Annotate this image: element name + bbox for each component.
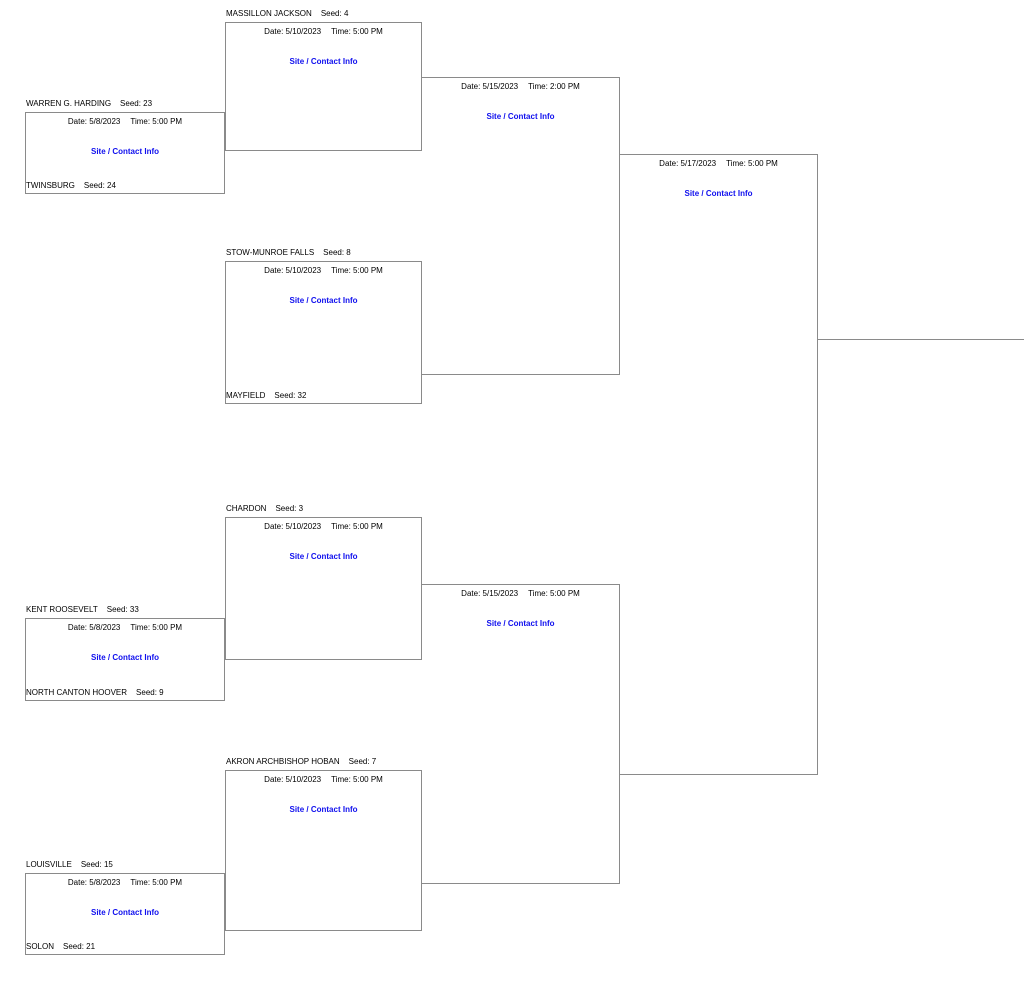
site-contact-link[interactable]: Site / Contact Info bbox=[289, 57, 358, 66]
team-label-louisville: LOUISVILLE Seed: 15 bbox=[26, 860, 113, 870]
team-label-massillon-jackson: MASSILLON JACKSON Seed: 4 bbox=[226, 9, 348, 19]
team-label-north-canton-hoover: NORTH CANTON HOOVER Seed: 9 bbox=[26, 688, 164, 698]
match-time: Time: 5:00 PM bbox=[331, 266, 383, 275]
match-schedule: Date: 5/10/2023 Time: 5:00 PM bbox=[226, 27, 421, 36]
team-name: STOW-MUNROE FALLS bbox=[226, 248, 315, 257]
match-box-r1g2: Date: 5/8/2023 Time: 5:00 PM Site / Cont… bbox=[25, 618, 225, 701]
team-seed: Seed: 24 bbox=[83, 181, 116, 190]
match-time: Time: 5:00 PM bbox=[726, 159, 778, 168]
site-contact-link[interactable]: Site / Contact Info bbox=[486, 619, 555, 628]
site-contact-link[interactable]: Site / Contact Info bbox=[91, 147, 159, 156]
champion-line bbox=[818, 339, 1024, 340]
match-time: Time: 5:00 PM bbox=[331, 775, 383, 784]
team-seed: Seed: 3 bbox=[275, 504, 304, 513]
site-contact-link[interactable]: Site / Contact Info bbox=[289, 805, 358, 814]
match-time: Time: 5:00 PM bbox=[331, 27, 383, 36]
match-date: Date: 5/15/2023 bbox=[461, 589, 519, 598]
match-date: Date: 5/8/2023 bbox=[67, 878, 121, 887]
match-schedule: Date: 5/17/2023 Time: 5:00 PM bbox=[620, 159, 817, 168]
match-date: Date: 5/10/2023 bbox=[264, 775, 322, 784]
match-box-semifinal-1: Date: 5/15/2023 Time: 2:00 PM Site / Con… bbox=[422, 77, 620, 375]
match-schedule: Date: 5/15/2023 Time: 5:00 PM bbox=[422, 589, 619, 598]
team-label-solon: SOLON Seed: 21 bbox=[26, 942, 95, 952]
site-contact-link[interactable]: Site / Contact Info bbox=[91, 908, 159, 917]
team-label-twinsburg: TWINSBURG Seed: 24 bbox=[26, 181, 116, 191]
match-box-r2g1: Date: 5/10/2023 Time: 5:00 PM Site / Con… bbox=[225, 22, 422, 151]
match-time: Time: 5:00 PM bbox=[331, 522, 383, 531]
team-name: WARREN G. HARDING bbox=[26, 99, 112, 108]
site-contact-link[interactable]: Site / Contact Info bbox=[684, 189, 753, 198]
team-seed: Seed: 33 bbox=[106, 605, 139, 614]
team-seed: Seed: 32 bbox=[274, 391, 307, 400]
team-name: NORTH CANTON HOOVER bbox=[26, 688, 128, 697]
match-schedule: Date: 5/8/2023 Time: 5:00 PM bbox=[26, 117, 224, 126]
team-name: MASSILLON JACKSON bbox=[226, 9, 312, 18]
match-date: Date: 5/10/2023 bbox=[264, 266, 322, 275]
site-contact-link[interactable]: Site / Contact Info bbox=[91, 653, 159, 662]
match-date: Date: 5/8/2023 bbox=[67, 117, 121, 126]
match-time: Time: 5:00 PM bbox=[528, 589, 580, 598]
match-time: Time: 2:00 PM bbox=[528, 82, 580, 91]
match-date: Date: 5/17/2023 bbox=[659, 159, 717, 168]
match-box-r1g3: Date: 5/8/2023 Time: 5:00 PM Site / Cont… bbox=[25, 873, 225, 955]
match-time: Time: 5:00 PM bbox=[130, 623, 183, 632]
match-schedule: Date: 5/8/2023 Time: 5:00 PM bbox=[26, 623, 224, 632]
team-label-stow-munroe-falls: STOW-MUNROE FALLS Seed: 8 bbox=[226, 248, 351, 258]
match-box-final: Date: 5/17/2023 Time: 5:00 PM Site / Con… bbox=[620, 154, 818, 775]
team-name: KENT ROOSEVELT bbox=[26, 605, 98, 614]
match-time: Time: 5:00 PM bbox=[130, 878, 183, 887]
team-name: MAYFIELD bbox=[226, 391, 266, 400]
team-seed: Seed: 8 bbox=[323, 248, 351, 257]
match-time: Time: 5:00 PM bbox=[130, 117, 183, 126]
match-box-semifinal-2: Date: 5/15/2023 Time: 5:00 PM Site / Con… bbox=[422, 584, 620, 884]
team-seed: Seed: 7 bbox=[348, 757, 377, 766]
match-box-r1g1: Date: 5/8/2023 Time: 5:00 PM Site / Cont… bbox=[25, 112, 225, 194]
team-seed: Seed: 15 bbox=[80, 860, 113, 869]
match-schedule: Date: 5/10/2023 Time: 5:00 PM bbox=[226, 266, 421, 275]
match-date: Date: 5/10/2023 bbox=[264, 522, 322, 531]
site-contact-link[interactable]: Site / Contact Info bbox=[289, 552, 358, 561]
team-name: AKRON ARCHBISHOP HOBAN bbox=[226, 757, 340, 766]
site-contact-link[interactable]: Site / Contact Info bbox=[486, 112, 555, 121]
team-label-kent-roosevelt: KENT ROOSEVELT Seed: 33 bbox=[26, 605, 139, 615]
team-seed: Seed: 23 bbox=[120, 99, 153, 108]
match-schedule: Date: 5/15/2023 Time: 2:00 PM bbox=[422, 82, 619, 91]
match-date: Date: 5/8/2023 bbox=[67, 623, 121, 632]
match-date: Date: 5/15/2023 bbox=[461, 82, 519, 91]
team-name: SOLON bbox=[26, 942, 55, 951]
team-name: TWINSBURG bbox=[26, 181, 75, 190]
team-name: CHARDON bbox=[226, 504, 267, 513]
match-schedule: Date: 5/10/2023 Time: 5:00 PM bbox=[226, 775, 421, 784]
team-seed: Seed: 9 bbox=[136, 688, 164, 697]
match-box-r2g4: Date: 5/10/2023 Time: 5:00 PM Site / Con… bbox=[225, 770, 422, 931]
match-box-r2g3: Date: 5/10/2023 Time: 5:00 PM Site / Con… bbox=[225, 517, 422, 660]
match-date: Date: 5/10/2023 bbox=[264, 27, 322, 36]
match-schedule: Date: 5/8/2023 Time: 5:00 PM bbox=[26, 878, 224, 887]
team-label-akron-archbishop-hoban: AKRON ARCHBISHOP HOBAN Seed: 7 bbox=[226, 757, 376, 767]
team-label-warren-g-harding: WARREN G. HARDING Seed: 23 bbox=[26, 99, 152, 109]
match-box-r2g2: Date: 5/10/2023 Time: 5:00 PM Site / Con… bbox=[225, 261, 422, 404]
team-seed: Seed: 4 bbox=[320, 9, 349, 18]
team-name: LOUISVILLE bbox=[26, 860, 72, 869]
team-label-chardon: CHARDON Seed: 3 bbox=[226, 504, 303, 514]
team-label-mayfield: MAYFIELD Seed: 32 bbox=[226, 391, 306, 401]
match-schedule: Date: 5/10/2023 Time: 5:00 PM bbox=[226, 522, 421, 531]
site-contact-link[interactable]: Site / Contact Info bbox=[289, 296, 358, 305]
team-seed: Seed: 21 bbox=[63, 942, 96, 951]
